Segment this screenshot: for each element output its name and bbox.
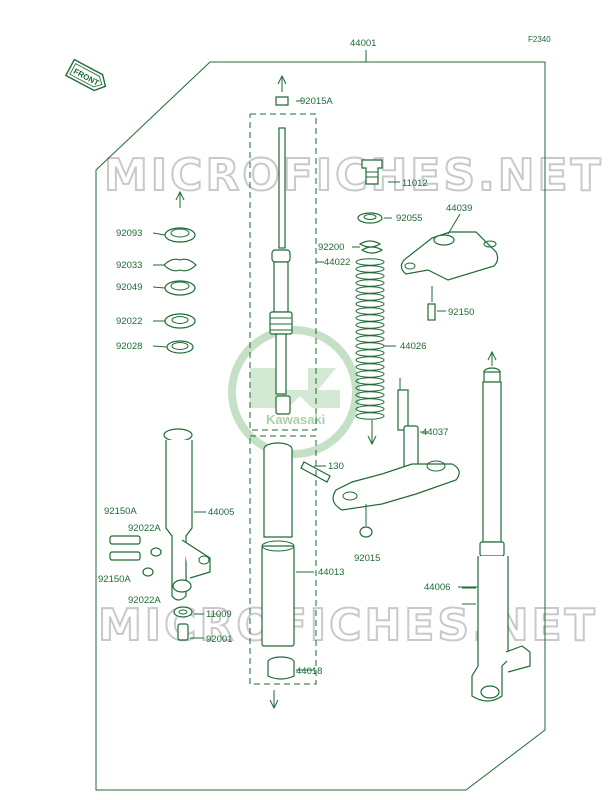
part-label-44022: 44022 [324, 257, 350, 268]
right-fork-leg [458, 350, 531, 702]
part-label-44039: 44039 [446, 203, 472, 214]
spring-coil [355, 377, 385, 385]
seal-stack [152, 190, 197, 354]
spring-coil [355, 258, 385, 266]
fork-spring [355, 258, 385, 420]
spring-coil [355, 293, 385, 301]
part-label-92055: 92055 [396, 213, 422, 224]
spring-coil [355, 412, 385, 420]
spring-coil [355, 279, 385, 287]
spring-coil [355, 342, 385, 350]
spring-coil [355, 321, 385, 329]
spring-coil [355, 370, 385, 378]
spring-coil [355, 398, 385, 406]
part-label-92150A-upper: 92150A [104, 506, 137, 517]
damper-rod-assembly [249, 74, 324, 431]
front-arrow-icon: FRONT [64, 58, 107, 92]
spring-coil [355, 384, 385, 392]
spring-coil [355, 335, 385, 343]
spring-coil [355, 328, 385, 336]
part-label-44005: 44005 [208, 507, 234, 518]
spring-coil [355, 265, 385, 273]
part-label-11009: 11009 [206, 609, 232, 620]
kawasaki-logo: Kawasaki [228, 326, 360, 458]
part-label-44013: 44013 [318, 567, 344, 578]
spring-coil [355, 286, 385, 294]
spring-coil [355, 363, 385, 371]
part-label-92015: 92015 [354, 553, 380, 564]
part-label-92015A: 92015A [300, 96, 333, 107]
part-label-92022A-lower: 92022A [128, 595, 161, 606]
watermark-top: MICROFICHES.NET [104, 150, 604, 201]
part-label-92001: 92001 [206, 634, 232, 645]
drawing-code: F2340 [528, 35, 551, 44]
spring-coil [355, 307, 385, 315]
part-label-44018: 44018 [296, 666, 322, 677]
assembly-number-label: 44001 [350, 38, 376, 49]
spring-coil [355, 349, 385, 357]
part-label-44006: 44006 [424, 582, 450, 593]
spring-coil [355, 314, 385, 322]
fork-spring-assembly [352, 159, 400, 446]
spring-coil [355, 356, 385, 364]
part-label-92049: 92049 [116, 282, 142, 293]
spring-coil [355, 405, 385, 413]
part-label-130: 130 [328, 461, 344, 472]
spring-coil [355, 391, 385, 399]
part-label-92022A-upper: 92022A [128, 523, 161, 534]
upper-bracket [400, 213, 499, 321]
part-label-92150: 92150 [448, 307, 474, 318]
part-label-11012: 11012 [402, 178, 428, 189]
left-outer-tube [109, 428, 211, 641]
part-label-92028: 92028 [116, 341, 142, 352]
part-label-92022: 92022 [116, 316, 142, 327]
part-label-92150A-lower: 92150A [98, 574, 131, 585]
part-label-44026: 44026 [400, 341, 426, 352]
spring-coil [355, 300, 385, 308]
part-label-44037: 44037 [422, 427, 448, 438]
kawasaki-logo-text: Kawasaki [266, 412, 325, 427]
part-label-92200: 92200 [318, 242, 344, 253]
inner-tube-assembly [249, 435, 317, 710]
part-label-92093: 92093 [116, 228, 142, 239]
part-label-92033: 92033 [116, 260, 142, 271]
assembly-outline [95, 50, 546, 791]
spring-coil [355, 272, 385, 280]
watermark-bottom: MICROFICHES.NET [98, 600, 598, 651]
